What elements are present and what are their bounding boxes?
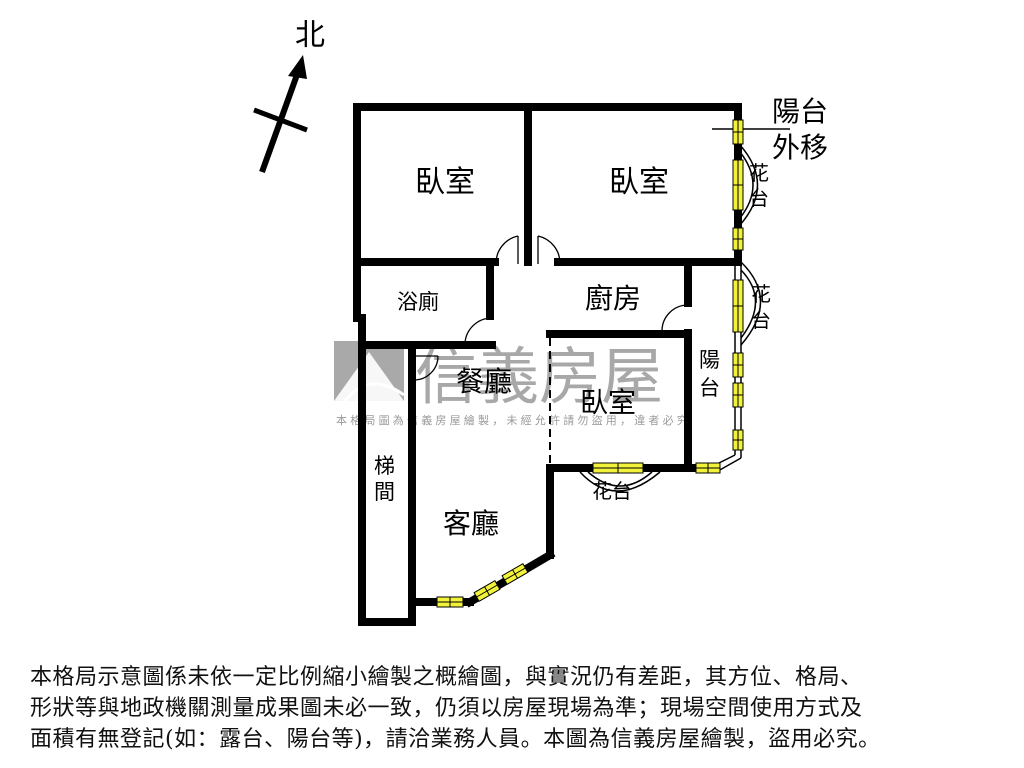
door-bedroom-nw <box>495 235 519 265</box>
disclaimer-line-1: 本格局示意圖係未依一定比例縮小繪製之概繪圖，與實況仍有差距，其方位、格局、 <box>30 665 863 690</box>
room-label-living: 客廳 <box>443 507 499 540</box>
room-label-kitchen: 廚房 <box>585 282 641 315</box>
room-label-balcony-1: 陽 <box>699 348 720 372</box>
window-bedroom-center <box>592 462 644 474</box>
annotation-balcony-moved-2: 外移 <box>772 131 828 164</box>
window-living-angled-1 <box>473 579 501 603</box>
windows <box>436 119 744 608</box>
room-label-bedroom-nw: 臥室 <box>415 165 475 200</box>
planter-top-label-1: 花 <box>749 161 769 185</box>
planter-top-label-2: 台 <box>749 186 769 210</box>
window-ne-2 <box>732 159 744 211</box>
room-label-stairwell-2: 間 <box>374 480 395 504</box>
watermark: 信義房屋 本格局圖為信義房屋繪製，未經允許請勿盜用，違者必究 <box>334 340 691 427</box>
window-living-bottom <box>436 596 464 608</box>
doors <box>413 235 689 381</box>
door-bathroom <box>464 317 493 344</box>
watermark-brand: 信義房屋 <box>415 340 663 413</box>
room-label-dining: 餐廳 <box>456 365 512 398</box>
planter-mid-label-2: 台 <box>751 308 771 332</box>
window-living-angled-2 <box>501 562 529 586</box>
room-label-stairwell-1: 梯 <box>374 454 395 478</box>
window-balcony-3 <box>732 382 744 408</box>
door-stairwell <box>413 355 439 381</box>
disclaimer: 本格局示意圖係未依一定比例縮小繪製之概繪圖，與實況仍有差距，其方位、格局、 形狀… <box>30 662 1010 755</box>
room-label-bathroom: 浴廁 <box>397 290 439 314</box>
door-kitchen-balcony <box>661 304 689 332</box>
disclaimer-line-2: 形狀等與地政機關測量成果圖未必一致，仍須以房屋現場為準；現場空間使用方式及 <box>30 696 863 721</box>
room-label-balcony-2: 台 <box>699 376 720 400</box>
window-ne-3 <box>732 227 744 251</box>
watermark-notice: 本格局圖為信義房屋繪製，未經允許請勿盜用，違者必究 <box>336 413 691 427</box>
room-label-bedroom-ne: 臥室 <box>609 165 669 200</box>
brand-logo-icon <box>334 341 405 402</box>
annotation-balcony-moved-1: 陽台 <box>772 95 828 128</box>
planter-arcs <box>579 144 762 492</box>
window-balcony-4 <box>732 429 744 451</box>
compass-label: 北 <box>295 18 325 53</box>
window-balcony-2 <box>732 352 744 378</box>
north-arrow-icon <box>253 55 308 174</box>
disclaimer-line-3: 面積有無登記(如：露台、陽台等)，請洽業務人員。本圖為信義房屋繪製，盜用必究。 <box>30 727 881 752</box>
window-balcony-bottom <box>695 462 721 474</box>
planter-bottom-label: 花台 <box>592 479 632 503</box>
door-bedroom-ne <box>537 235 561 265</box>
planter-mid-label-1: 花 <box>751 282 771 306</box>
room-label-bedroom-center: 臥室 <box>580 386 636 419</box>
window-balcony-1 <box>732 279 744 333</box>
window-ne-1 <box>732 119 744 145</box>
floor-plan: 信義房屋 本格局圖為信義房屋繪製，未經允許請勿盜用，違者必究 北 <box>253 18 828 626</box>
